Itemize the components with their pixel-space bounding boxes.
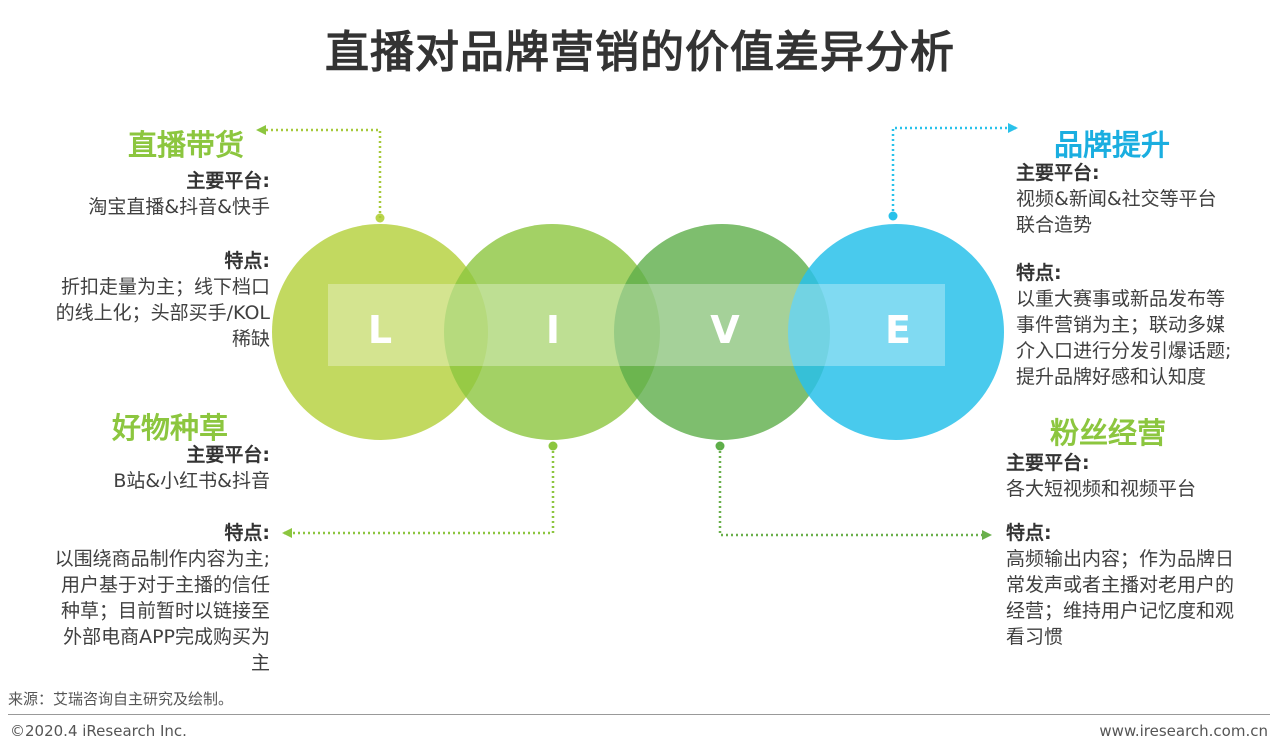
feature-line: 稀缺 [231, 328, 270, 350]
feature-line: 主 [250, 652, 270, 674]
feature-line: 提升品牌好感和认知度 [1016, 366, 1207, 388]
feature-line: 介入口进行分发引爆话题; [1016, 340, 1232, 362]
feature-line: 外部电商APP完成购买为 [63, 626, 270, 648]
heading-live-commerce: 直播带货 [128, 128, 245, 162]
brand-boost-info: 主要平台: 视频&新闻&社交等平台 联合造势 特点: 以重大赛事或新品发布等 事… [1016, 160, 1271, 390]
source-note: 来源：艾瑞咨询自主研究及绘制。 [8, 690, 234, 708]
feature-line: 常发声或者主播对老用户的 [1006, 574, 1235, 596]
feature-line: 看习惯 [1006, 626, 1064, 648]
live-commerce-info: 主要平台: 淘宝直播&抖音&快手 特点: 折扣走量为主；线下档口 的线上化；头部… [20, 168, 270, 352]
footer-divider [8, 714, 1270, 715]
platform-label: 主要平台: [1016, 162, 1100, 184]
feature-label: 特点: [224, 250, 270, 272]
circle-l [272, 224, 488, 440]
feature-label: 特点: [1016, 262, 1062, 284]
letter-l: L [367, 308, 393, 352]
connector-fan-ops [715, 441, 992, 540]
feature-label: 特点: [224, 522, 270, 544]
platform-text: 淘宝直播&抖音&快手 [88, 196, 270, 218]
letter-v: V [710, 308, 740, 352]
platform-line: 联合造势 [1016, 214, 1093, 236]
connector-seeding [282, 441, 558, 538]
feature-line: 的线上化；头部买手/KOL [55, 302, 270, 324]
feature-line: 以重大赛事或新品发布等 [1016, 288, 1226, 310]
letter-e: E [885, 308, 911, 352]
feature-line: 种草；目前暂时以链接至 [60, 600, 270, 622]
feature-line: 经营；维持用户记忆度和观 [1006, 600, 1235, 622]
heading-brand-boost: 品牌提升 [1054, 128, 1171, 162]
copyright: ©2020.4 iResearch Inc. [10, 722, 187, 740]
platform-label: 主要平台: [186, 170, 270, 192]
feature-line: 用户基于对于主播的信任 [60, 574, 270, 596]
circle-e [788, 224, 1004, 440]
platform-text: B站&小红书&抖音 [113, 470, 270, 492]
letter-i: I [545, 308, 561, 352]
letters-band [328, 284, 945, 366]
fan-ops-info: 主要平台: 各大短视频和视频平台 特点: 高频输出内容；作为品牌日 常发声或者主… [1006, 450, 1271, 650]
platform-label: 主要平台: [1006, 452, 1090, 474]
page-title: 直播对品牌营销的价值差异分析 [325, 27, 955, 78]
platform-text: 各大短视频和视频平台 [1006, 478, 1197, 500]
platform-label: 主要平台: [186, 444, 270, 466]
seeding-info: 主要平台: B站&小红书&抖音 特点: 以围绕商品制作内容为主; 用户基于对于主… [20, 442, 270, 676]
platform-line: 视频&新闻&社交等平台 [1016, 188, 1217, 210]
feature-line: 事件营销为主；联动多媒 [1016, 314, 1226, 336]
heading-seeding: 好物种草 [112, 411, 229, 445]
website-link[interactable]: www.iresearch.com.cn [1099, 722, 1268, 740]
circle-v [614, 224, 830, 440]
feature-label: 特点: [1006, 522, 1052, 544]
circle-i [444, 224, 660, 440]
connector-brand-boost [888, 123, 1018, 221]
feature-line: 以围绕商品制作内容为主; [54, 548, 270, 570]
heading-fan-ops: 粉丝经营 [1050, 416, 1167, 450]
feature-line: 高频输出内容；作为品牌日 [1006, 548, 1235, 570]
feature-line: 折扣走量为主；线下档口 [60, 276, 270, 298]
connector-live-commerce [256, 125, 385, 223]
